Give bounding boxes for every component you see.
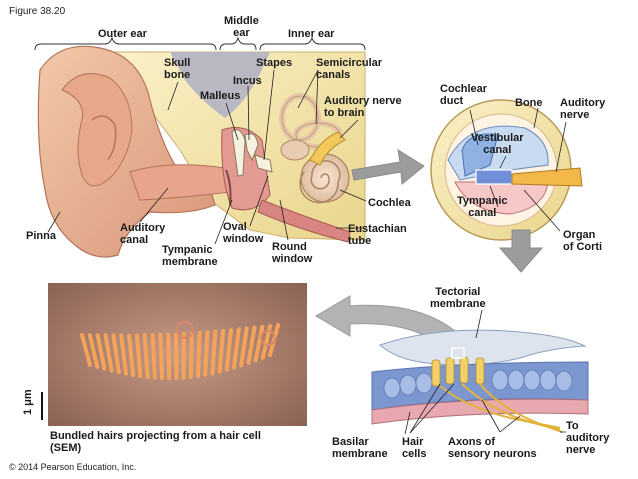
- incus-shape: [244, 133, 259, 162]
- round-window-label: Round window: [272, 241, 313, 265]
- outer-ear-label: Outer ear: [98, 28, 147, 40]
- incus-label: Incus: [233, 75, 262, 87]
- sem-micrograph: [48, 283, 307, 426]
- stereocilium: [87, 333, 100, 369]
- basilar-membrane-shape: [371, 398, 589, 425]
- middle-ear-label: Middle ear: [224, 15, 259, 39]
- stereocilium: [111, 333, 121, 375]
- stereocilium: [127, 333, 136, 377]
- stereocilium: [224, 328, 233, 372]
- tympanic-canal-shape: [454, 181, 549, 215]
- stapes-label: Stapes: [256, 57, 293, 69]
- stereocilium: [142, 333, 150, 379]
- basilar-membrane-label: Basilar membrane: [332, 436, 388, 460]
- region-brackets: [34, 36, 366, 51]
- oval-window-label: Oval window: [223, 221, 264, 245]
- tectorial-membrane-shape: [379, 329, 587, 366]
- bone-label: Bone: [515, 97, 543, 109]
- organ-of-corti-detail: [371, 329, 589, 433]
- hair-cells-shape: [431, 356, 485, 387]
- vestibular-canal-label: Vestibular canal: [471, 132, 524, 156]
- stereocilium: [80, 333, 92, 367]
- skull-bone-label: Skull bone: [164, 57, 191, 81]
- brain-region: [170, 52, 270, 118]
- stereocilium: [95, 333, 107, 371]
- stereocilium: [246, 325, 257, 365]
- malleus-shape: [231, 129, 246, 177]
- cochlea-shape: [299, 153, 350, 204]
- copyright-notice: © 2014 Pearson Education, Inc.: [9, 462, 137, 472]
- scale-bar-label: 1 μm: [22, 389, 34, 415]
- inner-ear-label: Inner ear: [288, 28, 335, 40]
- stereocilium: [253, 324, 265, 363]
- stereocilium: [188, 331, 194, 380]
- organ-of-corti-box: [475, 169, 513, 185]
- cochlear-duct-label: Cochlear duct: [440, 83, 488, 107]
- tectorial-membrane-label: Tectorial membrane: [430, 286, 486, 310]
- arrow-to-cross-section: [351, 148, 425, 185]
- stereocilium: [158, 332, 164, 381]
- stereocilium: [217, 328, 226, 374]
- stereocilium: [166, 332, 172, 381]
- sem-caption: Bundled hairs projecting from a hair cel…: [50, 430, 261, 454]
- auditory-nerve-label: Auditory nerve: [560, 97, 606, 121]
- malleus-label: Malleus: [200, 90, 241, 102]
- eustachian-tube-label: Eustachian tube: [348, 223, 407, 247]
- stereocilium: [232, 327, 241, 370]
- stereocilium: [210, 329, 218, 376]
- eustachian-tube-shape: [257, 199, 351, 243]
- hair-cells-label: Hair cells: [402, 436, 427, 460]
- semicircular-canals-label: Semicircular canals: [316, 57, 383, 81]
- tympanic-membrane-shape: [225, 169, 232, 206]
- arrow-down: [498, 229, 544, 273]
- pinna-label: Pinna: [26, 230, 56, 242]
- cochlea-label: Cochlea: [368, 197, 411, 209]
- figure-number: Figure 38.20: [9, 6, 66, 17]
- organ-of-corti-label: Organ of Corti: [563, 229, 603, 253]
- auditory-nerve-shape: [511, 167, 583, 187]
- stereocilium: [119, 333, 128, 376]
- tympanic-membrane-label: Tympanic membrane: [162, 244, 218, 268]
- auditory-nerve-to-brain-shape: [309, 131, 346, 166]
- leader-lines: [47, 69, 567, 435]
- stereocilium: [134, 333, 143, 379]
- auditory-canal-label: Auditory canal: [120, 222, 166, 246]
- stereocilium: [239, 326, 249, 368]
- stereocilium: [203, 330, 210, 377]
- stereocilium: [196, 330, 202, 379]
- cochlear-duct-shape: [461, 133, 499, 177]
- stapes-shape: [254, 154, 273, 173]
- cochlea-cross-section: [430, 99, 583, 241]
- axons-label: Axons of sensory neurons: [448, 436, 537, 460]
- tympanic-canal-label: Tympanic canal: [457, 195, 508, 219]
- auditory-nerve-to-brain-label: Auditory nerve to brain: [324, 95, 402, 119]
- stereocilium: [150, 333, 157, 380]
- stereocilium: [103, 333, 114, 373]
- to-auditory-nerve-label: To auditory nerve: [566, 420, 610, 456]
